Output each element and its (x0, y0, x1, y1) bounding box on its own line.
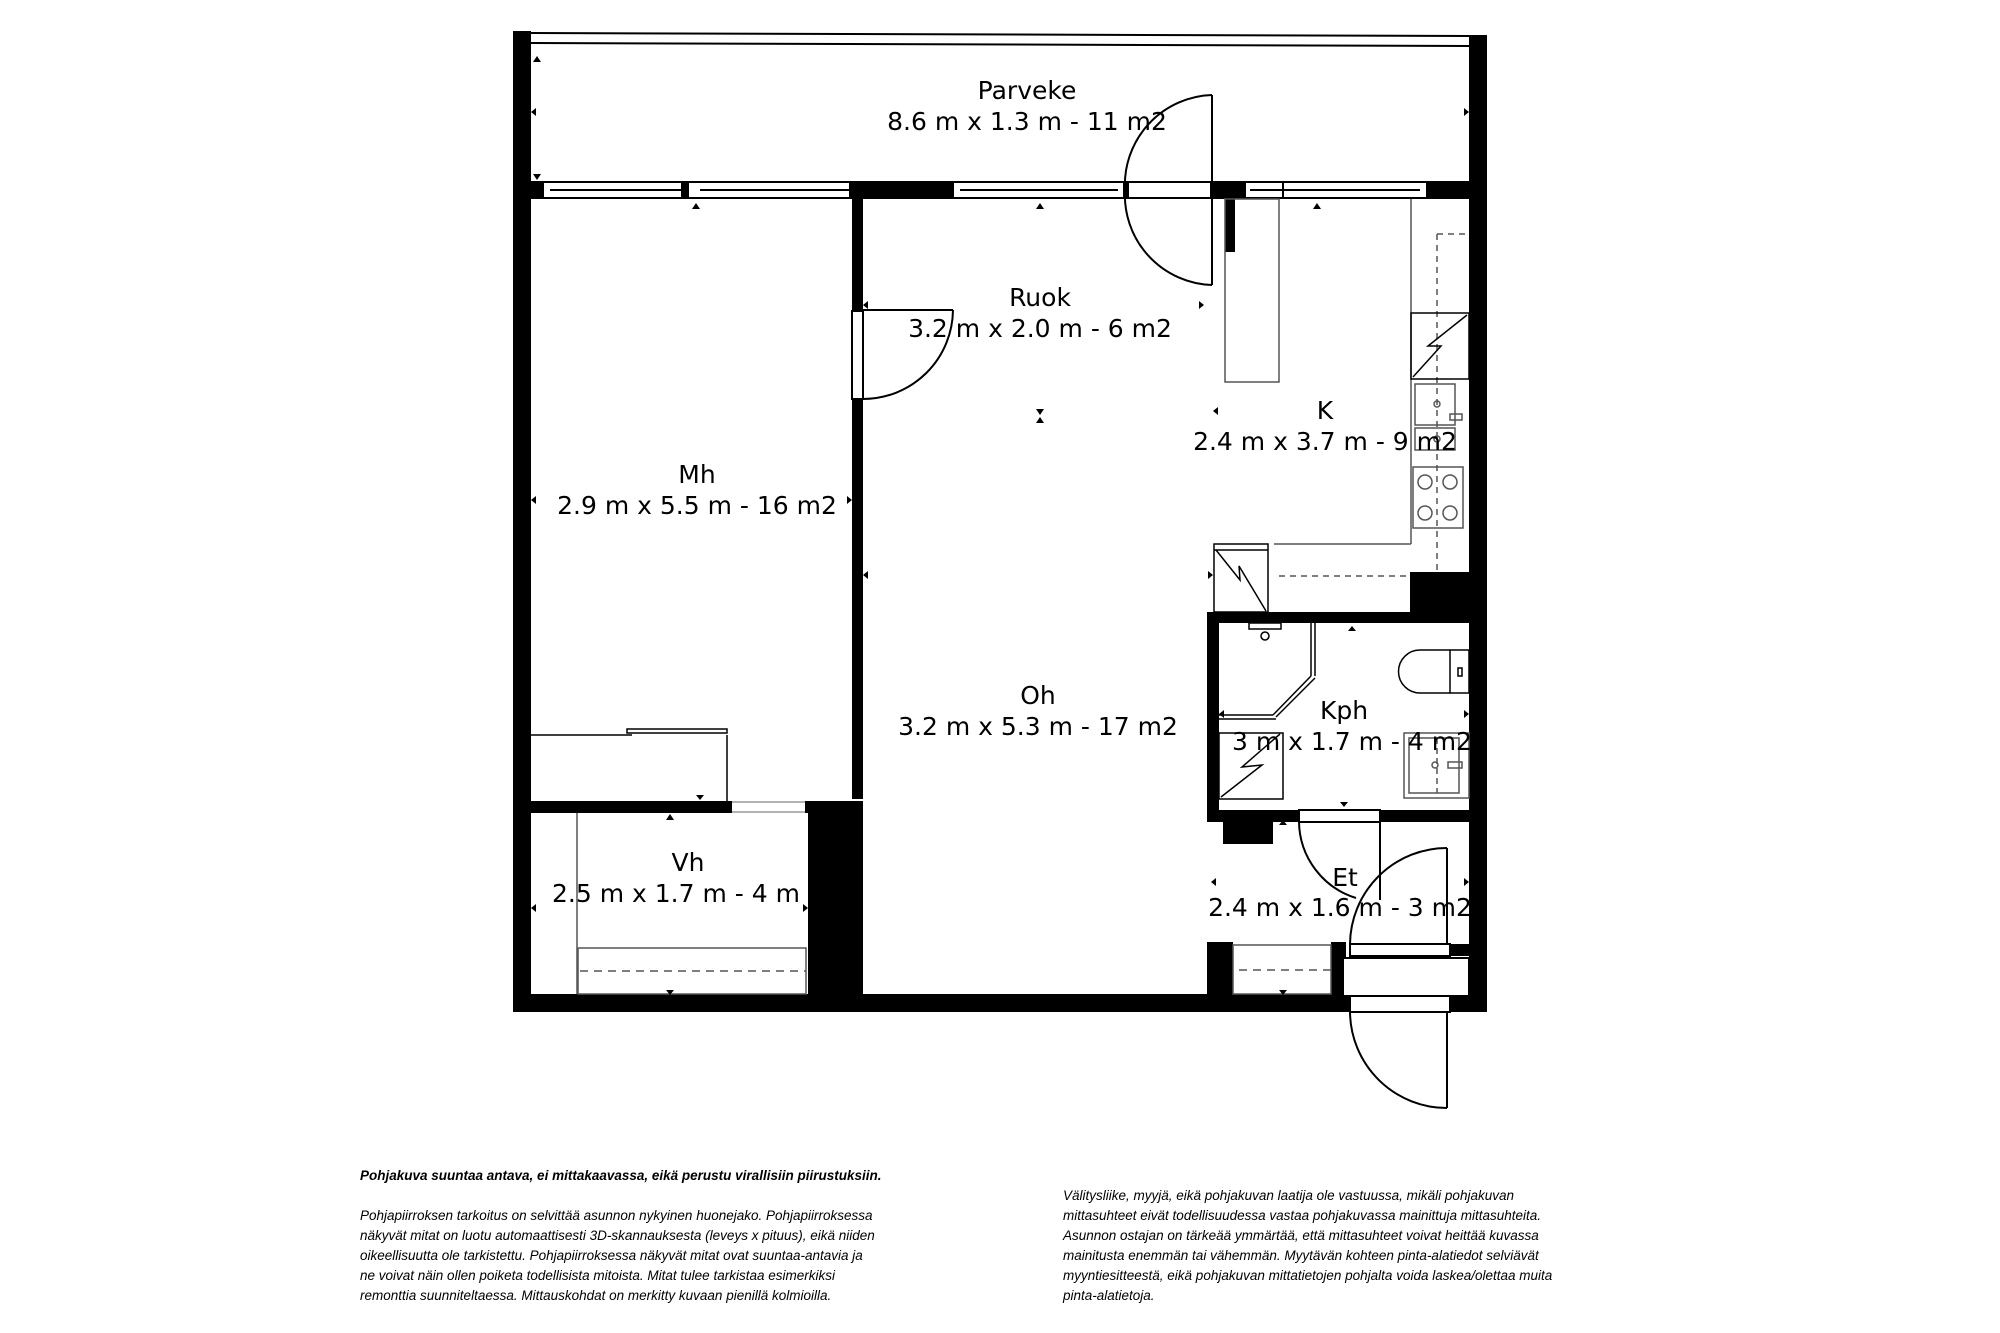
note-line: remonttia suunniteltaessa. Mittauskohdat… (360, 1288, 832, 1303)
room-label-ruok: Ruok 3.2 m x 2.0 m - 6 m2 (908, 283, 1172, 343)
balcony-door[interactable] (1123, 94, 1213, 286)
note-line: näkyvät mitat on luotu automaattisesti 3… (360, 1228, 875, 1243)
sink-icon (1414, 383, 1463, 451)
outer-walls (513, 31, 1487, 1012)
svg-text:2.5 m x 1.7 m - 4 m: 2.5 m x 1.7 m - 4 m (552, 879, 800, 908)
disclaimer-left: Pohjakuva suuntaa antava, ei mittakaavas… (360, 1166, 980, 1306)
washing-machine-icon (1218, 732, 1284, 800)
svg-text:Et: Et (1332, 863, 1358, 892)
vh-shelf (576, 813, 807, 995)
disclaimer-right: Välitysliike, myyjä, eikä pohjakuvan laa… (1063, 1186, 1663, 1306)
kitchen-island (1224, 198, 1280, 383)
windows (542, 181, 1428, 199)
svg-text:2.4 m x 3.7 m - 9 m2: 2.4 m x 3.7 m - 9 m2 (1193, 427, 1457, 456)
wardrobe-mh (531, 728, 728, 801)
svg-text:Kph: Kph (1320, 696, 1368, 725)
bathroom-door[interactable] (1298, 809, 1381, 900)
interior-walls (531, 199, 1469, 994)
room-label-kph: Kph .3 m x 1.7 m - 4 m2 (1224, 696, 1472, 756)
toilet-icon (1397, 649, 1470, 694)
stove-icon (1412, 466, 1464, 529)
svg-text:Mh: Mh (678, 460, 715, 489)
vh-door-opening[interactable] (732, 801, 805, 813)
svg-text:8.6 m x 1.3 m - 11 m2: 8.6 m x 1.3 m - 11 m2 (887, 107, 1167, 136)
svg-text:.3 m x 1.7 m - 4 m2: .3 m x 1.7 m - 4 m2 (1224, 727, 1472, 756)
kitchen-counter (1274, 199, 1469, 577)
note-line: mittasuhteet eivät todellisuudessa vasta… (1063, 1208, 1542, 1223)
room-label-et: Et 2.4 m x 1.6 m - 3 m2 (1208, 863, 1472, 922)
room-label-parveke: Parveke 8.6 m x 1.3 m - 11 m2 (887, 76, 1167, 136)
svg-text:2.9 m x 5.5 m - 16 m2: 2.9 m x 5.5 m - 16 m2 (557, 491, 837, 520)
svg-text:Parveke: Parveke (978, 76, 1077, 105)
svg-text:3.2 m x 2.0 m - 6 m2: 3.2 m x 2.0 m - 6 m2 (908, 314, 1172, 343)
svg-text:3.2 m x 5.3 m - 17 m2: 3.2 m x 5.3 m - 17 m2 (898, 712, 1178, 741)
svg-text:Vh: Vh (672, 848, 705, 877)
svg-text:K: K (1317, 396, 1334, 425)
note-line: Pohjapiirroksen tarkoitus on selvittää a… (360, 1208, 873, 1223)
room-label-mh: Mh 2.9 m x 5.5 m - 16 m2 (557, 460, 837, 520)
note-line: mainitusta enemmän tai vähemmän. Myytävä… (1063, 1248, 1539, 1263)
room-label-vh: Vh 2.5 m x 1.7 m - 4 m (552, 848, 800, 908)
note-line: pinta-alatietoja. (1063, 1288, 1155, 1303)
fridge-icon (1410, 312, 1470, 380)
svg-text:Oh: Oh (1020, 681, 1056, 710)
note-line: Välitysliike, myyjä, eikä pohjakuvan laa… (1063, 1188, 1514, 1203)
room-label-oh: Oh 3.2 m x 5.3 m - 17 m2 (898, 681, 1178, 741)
note-line: oikeellisuutta ole tarkistettu. Pohjapii… (360, 1248, 863, 1263)
bathroom-sink-icon (1403, 732, 1470, 799)
note-line: myyntiesitteestä, eikä pohjakuvan mittat… (1063, 1268, 1553, 1283)
mh-door[interactable] (851, 309, 954, 400)
entry-door[interactable] (1342, 847, 1470, 1109)
room-label-k: K 2.4 m x 3.7 m - 9 m2 (1193, 396, 1457, 456)
entry-shelf (1232, 944, 1332, 995)
measurement-markers (531, 56, 1469, 1000)
svg-text:Ruok: Ruok (1009, 283, 1071, 312)
note-line: Asunnon ostajan on tärkeää ymmärtää, ett… (1063, 1228, 1539, 1243)
shower-enclosure (1219, 622, 1316, 720)
note-line: ne voivat näin ollen poiketa todellisist… (360, 1268, 835, 1283)
disclaimer-heading: Pohjakuva suuntaa antava, ei mittakaavas… (360, 1168, 882, 1183)
balcony (530, 32, 1470, 47)
oven-tall-unit-icon (1213, 543, 1269, 613)
svg-text:2.4 m x 1.6 m - 3 m2: 2.4 m x 1.6 m - 3 m2 (1208, 893, 1472, 922)
